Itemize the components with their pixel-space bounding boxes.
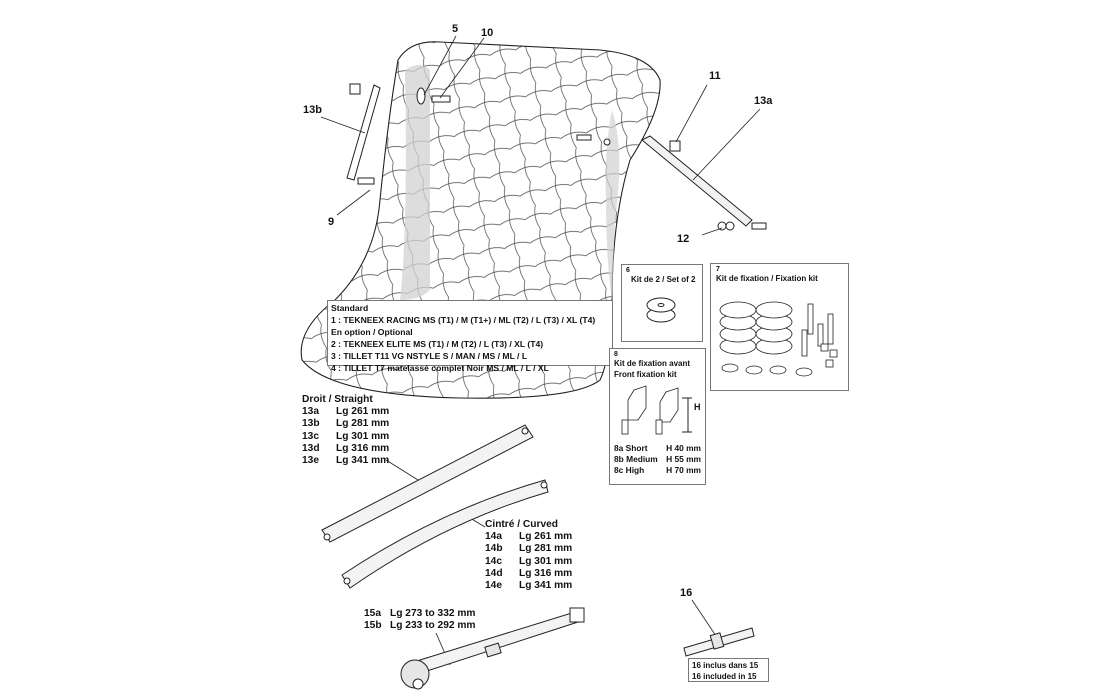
ref: 14e xyxy=(485,580,502,592)
callout-13a: 13a xyxy=(754,95,773,107)
seat-legend-box: Standard 1 : TEKNEEX RACING MS (T1) / M … xyxy=(327,300,613,373)
ref: 8c High xyxy=(614,465,645,475)
kit-6-box: 6 Kit de 2 / Set of 2 xyxy=(621,264,703,342)
height-dimension-label: H xyxy=(694,402,701,412)
nut-icon xyxy=(349,83,361,95)
table-row: 13d Lg 316 mm xyxy=(302,443,389,455)
kit-7-number: 7 xyxy=(716,266,720,273)
ref: 15a xyxy=(364,608,381,619)
length: Lg 341 mm xyxy=(519,580,573,592)
table-row: 8b Medium H 55 mm xyxy=(614,454,701,465)
stay-13b xyxy=(346,83,381,185)
table-row: 14d Lg 316 mm xyxy=(485,568,572,580)
kit-6-title: Kit de 2 / Set of 2 xyxy=(631,275,696,284)
legend-line-2: 2 : TEKNEEX ELITE MS (T1) / M (T2) / L (… xyxy=(331,339,544,349)
height: H 70 mm xyxy=(666,465,701,475)
callout-16: 16 xyxy=(680,587,693,599)
length: Lg 281 mm xyxy=(336,418,390,430)
length: Lg 261 mm xyxy=(519,531,573,543)
ref: 13d xyxy=(302,442,320,454)
stay-13a xyxy=(641,135,767,231)
callout-11: 11 xyxy=(709,70,721,82)
ref: 8b Medium xyxy=(614,454,658,464)
adjustable-stay-drawing xyxy=(400,607,585,690)
kit-7-title: Kit de fixation / Fixation kit xyxy=(716,274,818,283)
note-16-fr: 16 inclus dans 15 xyxy=(692,661,759,670)
callout-10: 10 xyxy=(481,27,494,39)
length: Lg 316 mm xyxy=(519,567,573,579)
legend-line-1: 1 : TEKNEEX RACING MS (T1) / M (T1+) / M… xyxy=(331,315,596,325)
legend-line-4: 4 : TILLET T7 matelassé complet Noir MS … xyxy=(331,363,549,373)
callout-5: 5 xyxy=(452,23,459,35)
length: Lg 233 to 292 mm xyxy=(390,620,476,632)
ref: 14b xyxy=(485,543,503,555)
note-16-en: 16 included in 15 xyxy=(692,672,757,681)
length: Lg 261 mm xyxy=(336,406,390,418)
ref: 14a xyxy=(485,531,502,543)
callout-12: 12 xyxy=(677,233,690,245)
straight-stays-table: Droit / Straight 13a Lg 261 mm 13b Lg 281 … xyxy=(302,394,389,467)
ref: 15b xyxy=(364,620,382,632)
front-bracket-illustration: H xyxy=(614,380,701,443)
spacer-16-drawing xyxy=(683,627,755,657)
table-row: 14b Lg 281 mm xyxy=(485,543,572,555)
kit-8-title-en: Front fixation kit xyxy=(614,370,677,379)
curved-stays-title: Cintré / Curved xyxy=(485,519,559,530)
leader-lines xyxy=(320,35,761,666)
kit-8-box: 8 Kit de fixation avant Front fixation k… xyxy=(609,348,706,485)
kit-8-number: 8 xyxy=(614,351,618,358)
height: H 55 mm xyxy=(666,454,701,464)
table-row: 13b Lg 281 mm xyxy=(302,418,389,430)
length: Lg 281 mm xyxy=(519,543,573,555)
table-row: 14e Lg 341 mm xyxy=(485,580,572,592)
straight-stays-title: Droit / Straight xyxy=(302,394,373,405)
curved-stay-drawing xyxy=(341,479,549,589)
kit-7-box: 7 Kit de fixation / Fixation kit xyxy=(710,263,849,391)
table-row: 14a Lg 261 mm xyxy=(485,531,572,543)
callout-9: 9 xyxy=(328,216,335,228)
height: H 40 mm xyxy=(666,443,701,453)
adjustable-stays-table: 15a Lg 273 to 332 mm 15b Lg 233 to 292 mm xyxy=(364,608,476,632)
straight-stay-drawing xyxy=(321,424,534,543)
fixation-kit-parts-icon xyxy=(719,301,838,377)
seat-side-shade xyxy=(400,65,430,300)
legend-standard-heading: Standard xyxy=(331,303,369,313)
ref: 14d xyxy=(485,567,503,579)
table-row: 14c Lg 301 mm xyxy=(485,556,572,568)
table-row: 15b Lg 233 to 292 mm xyxy=(364,620,476,632)
note-16-box: 16 inclus dans 15 16 included in 15 xyxy=(688,658,769,682)
table-row: 8a Short H 40 mm xyxy=(614,443,701,454)
legend-line-3: 3 : TILLET T11 VG NSTYLE S / MAN / MS / … xyxy=(331,351,528,361)
ref: 13e xyxy=(302,455,319,467)
washer-pair-icon xyxy=(646,297,676,323)
length: Lg 273 to 332 mm xyxy=(390,608,476,619)
length: Lg 301 mm xyxy=(519,555,573,567)
length: Lg 341 mm xyxy=(336,455,390,467)
table-row: 8c High H 70 mm xyxy=(614,465,701,476)
length: Lg 316 mm xyxy=(336,442,390,454)
ref: 13c xyxy=(302,430,319,442)
kit-8-title-fr: Kit de fixation avant xyxy=(614,359,691,368)
front-bracket-icon xyxy=(621,385,692,435)
table-row: 15a Lg 273 to 332 mm xyxy=(364,608,476,620)
legend-optional-heading: En option / Optional xyxy=(331,327,413,337)
table-row: 13a Lg 261 mm xyxy=(302,406,389,418)
bolt-9 xyxy=(357,177,375,185)
ref: 13a xyxy=(302,406,319,418)
curved-stays-table: Cintré / Curved 14a Lg 261 mm 14b Lg 281 m… xyxy=(485,519,572,592)
ref: 13b xyxy=(302,418,320,430)
ref: 14c xyxy=(485,555,502,567)
length: Lg 301 mm xyxy=(336,430,390,442)
table-row: 13e Lg 341 mm xyxy=(302,455,389,467)
kit-6-number: 6 xyxy=(626,267,630,274)
callout-13b: 13b xyxy=(303,104,322,116)
table-row: 13c Lg 301 mm xyxy=(302,431,389,443)
ref: 8a Short xyxy=(614,443,648,453)
